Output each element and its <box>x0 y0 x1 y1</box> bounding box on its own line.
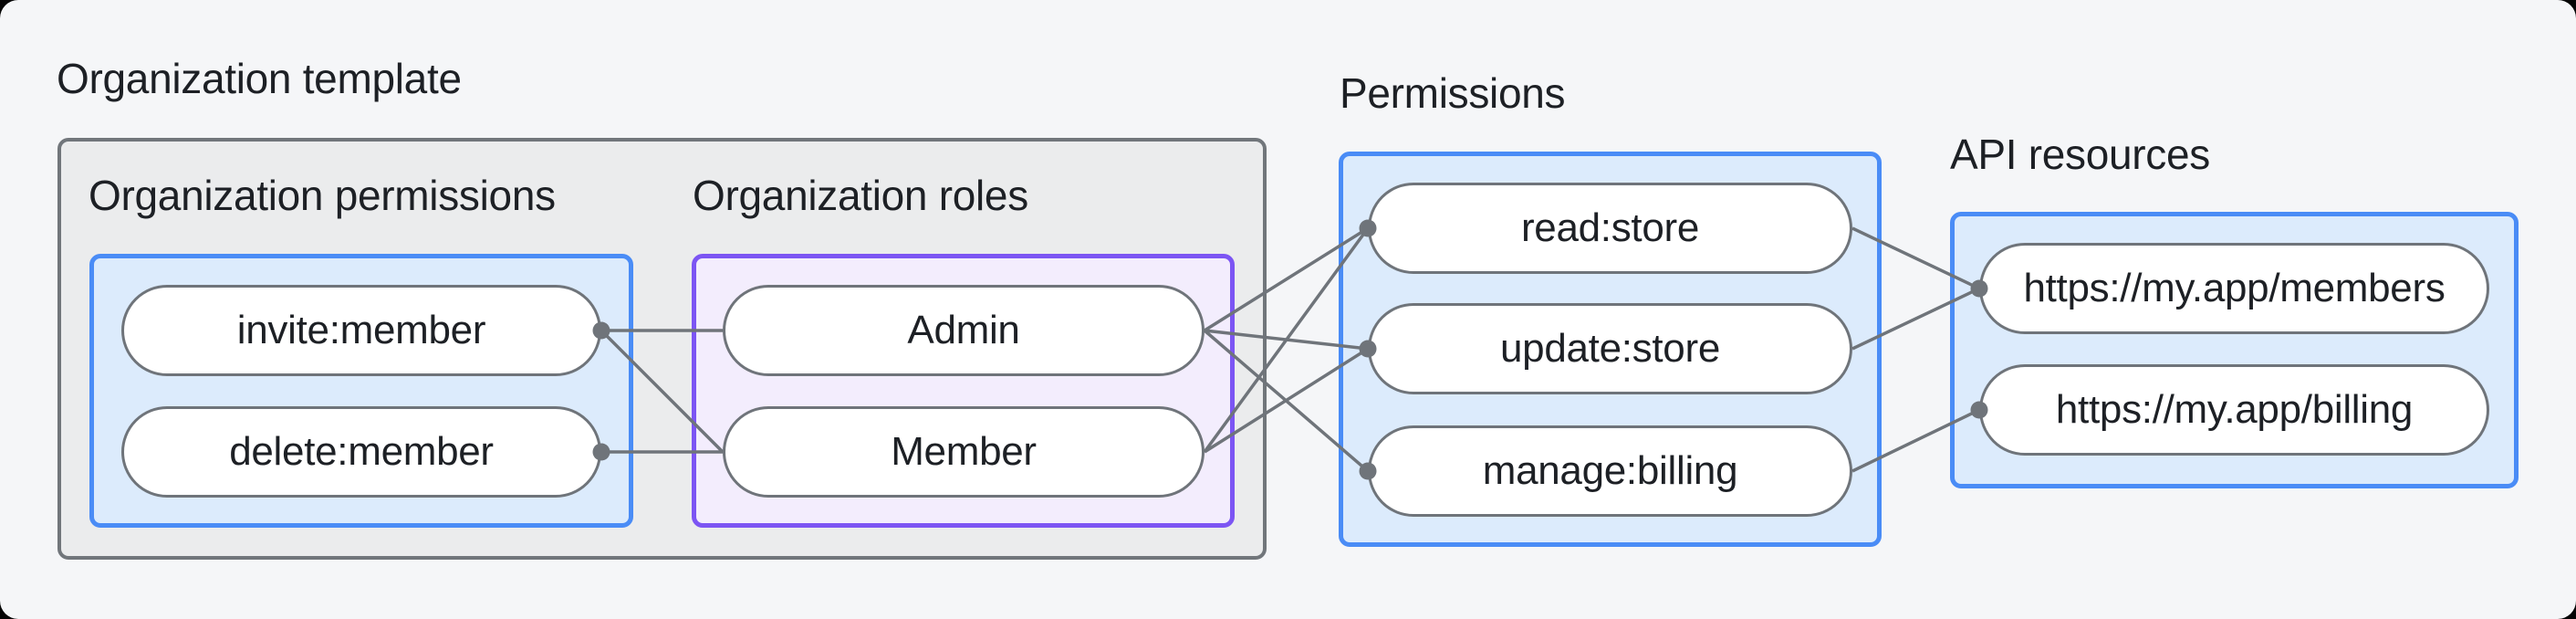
organization-template-label: Organization template <box>57 55 462 102</box>
node-members-url: https://my.app/members <box>1979 243 2489 334</box>
node-delete-member: delete:member <box>121 406 601 498</box>
node-invite-member: invite:member <box>121 285 601 376</box>
node-billing-url: https://my.app/billing <box>1979 364 2489 456</box>
node-manage-billing: manage:billing <box>1368 425 1852 517</box>
node-read-store: read:store <box>1368 183 1852 274</box>
organization-roles-label: Organization roles <box>693 172 1028 219</box>
organization-permissions-label: Organization permissions <box>89 172 556 219</box>
permissions-label: Permissions <box>1340 69 1566 117</box>
api-resources-label: API resources <box>1950 131 2210 178</box>
node-update-store: update:store <box>1368 303 1852 394</box>
node-admin-role: Admin <box>723 285 1205 376</box>
node-member-role: Member <box>723 406 1205 498</box>
